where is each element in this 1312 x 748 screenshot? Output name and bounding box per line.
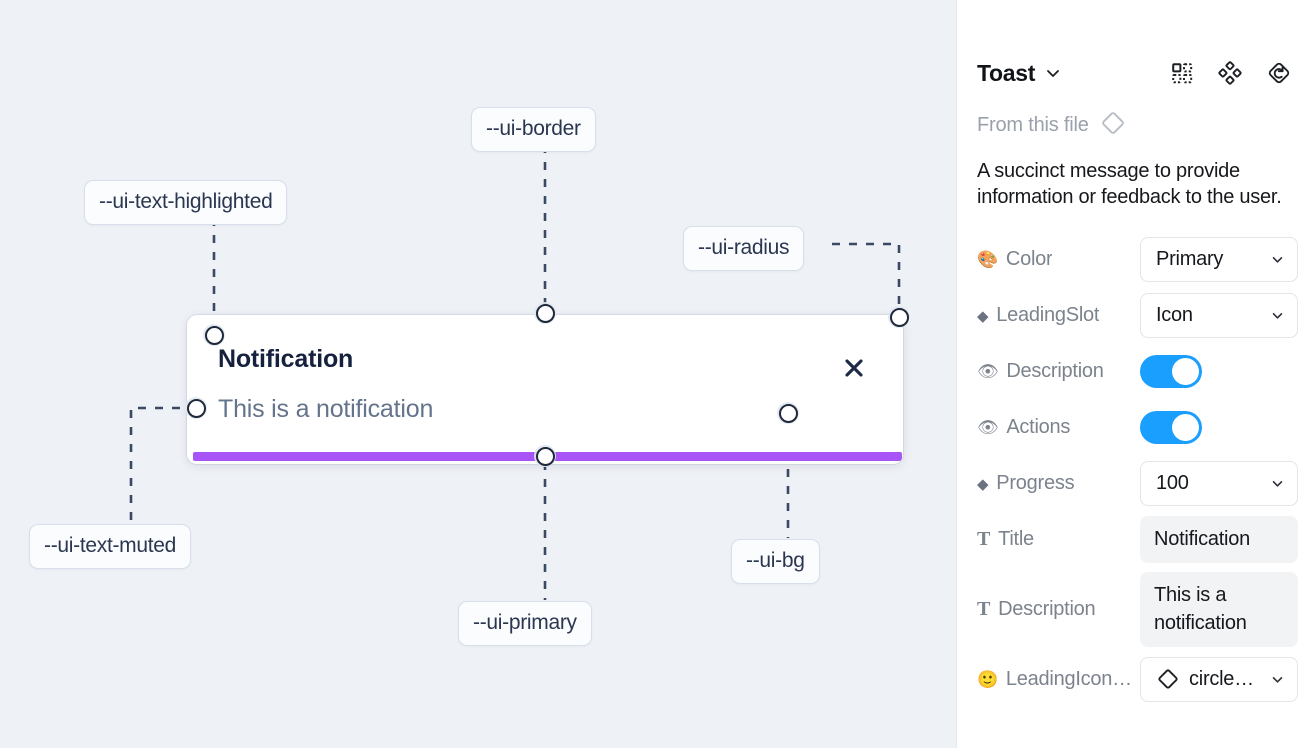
- diamond-glyph-icon: ◆: [977, 307, 989, 325]
- property-row-leadingicon: 🙂 LeadingIcon… circle…: [957, 656, 1312, 703]
- property-control-progress: 100: [1140, 461, 1298, 507]
- actions-toggle[interactable]: [1140, 411, 1202, 445]
- property-label-actions-visibility: 👁 Actions: [977, 416, 1140, 439]
- close-icon: [845, 359, 863, 377]
- property-control-leadingslot: Icon: [1140, 293, 1298, 339]
- toast-close-button[interactable]: [841, 355, 867, 381]
- property-label-description-text: T Description: [977, 598, 1140, 621]
- property-label-description-visibility: 👁 Description: [977, 360, 1140, 383]
- property-row-leadingslot: ◆ LeadingSlot Icon: [957, 292, 1312, 339]
- toast-title: Notification: [218, 345, 354, 373]
- property-control-leadingicon: circle…: [1140, 656, 1298, 702]
- chevron-down-icon: [1270, 252, 1285, 267]
- component-icon[interactable]: [1170, 61, 1194, 85]
- panel-title: Toast: [977, 59, 1036, 86]
- diamond-icon: [1100, 110, 1126, 141]
- annotation-ui-text-highlighted[interactable]: --ui-text-highlighted: [84, 180, 288, 225]
- eye-emoji-icon: 👁: [977, 418, 999, 438]
- color-select[interactable]: Primary: [1140, 237, 1298, 283]
- property-row-actions-visibility: 👁 Actions: [957, 404, 1312, 451]
- property-list: 🎨 Color Primary ◆ LeadingSlot: [957, 236, 1312, 703]
- annotation-ui-primary[interactable]: --ui-primary: [458, 601, 592, 646]
- properties-panel: Toast: [956, 0, 1312, 748]
- progress-select-value: 100: [1156, 472, 1189, 495]
- property-row-title: T Title Notification: [957, 516, 1312, 564]
- annotation-ui-border[interactable]: --ui-border: [471, 107, 596, 152]
- reset-instance-icon[interactable]: [1266, 60, 1292, 86]
- text-glyph-icon: T: [977, 528, 991, 551]
- property-row-description-visibility: 👁 Description: [957, 348, 1312, 395]
- property-name-description-visibility: Description: [1006, 360, 1104, 383]
- property-label-color: 🎨 Color: [977, 248, 1140, 271]
- property-control-description-visibility: [1140, 355, 1298, 389]
- property-name-color: Color: [1005, 248, 1053, 271]
- handle-bg[interactable]: [777, 402, 799, 424]
- property-name-leadingslot: LeadingSlot: [996, 304, 1100, 327]
- diamond-glyph-icon: ◆: [977, 475, 989, 493]
- property-control-color: Primary: [1140, 237, 1298, 283]
- property-name-actions-visibility: Actions: [1006, 416, 1071, 439]
- handle-primary[interactable]: [534, 445, 556, 467]
- property-row-color: 🎨 Color Primary: [957, 236, 1312, 283]
- property-name-progress: Progress: [996, 472, 1075, 495]
- description-input[interactable]: This is a notification: [1140, 572, 1298, 647]
- title-input[interactable]: Notification: [1140, 516, 1298, 564]
- chevron-down-icon: [1270, 672, 1285, 687]
- leadingslot-select-value: Icon: [1156, 304, 1193, 327]
- toast-description: This is a notification: [218, 395, 434, 423]
- chevron-down-icon: [1270, 476, 1285, 491]
- property-control-actions-visibility: [1140, 411, 1298, 445]
- property-row-progress: ◆ Progress 100: [957, 460, 1312, 507]
- handle-text-muted[interactable]: [185, 397, 207, 419]
- handle-text-highlighted[interactable]: [203, 324, 225, 346]
- text-glyph-icon: T: [977, 598, 991, 621]
- progress-select[interactable]: 100: [1140, 461, 1298, 507]
- handle-border[interactable]: [534, 302, 556, 324]
- handle-radius[interactable]: [888, 306, 910, 328]
- diamond-icon: [1156, 667, 1180, 691]
- eye-emoji-icon: 👁: [977, 362, 999, 382]
- property-name-leadingicon: LeadingIcon…: [1005, 667, 1132, 690]
- chevron-down-icon[interactable]: [1044, 64, 1062, 82]
- property-name-title: Title: [998, 528, 1034, 551]
- leadingicon-select-value: circle…: [1189, 667, 1254, 690]
- property-label-progress: ◆ Progress: [977, 472, 1140, 495]
- variants-icon[interactable]: [1218, 61, 1242, 85]
- color-select-value: Primary: [1156, 248, 1224, 271]
- annotation-ui-bg[interactable]: --ui-bg: [731, 539, 820, 584]
- smiley-emoji-icon: 🙂: [977, 669, 998, 689]
- property-label-title: T Title: [977, 528, 1140, 551]
- description-toggle[interactable]: [1140, 355, 1202, 389]
- toast-inner: Notification This is a notification: [187, 315, 903, 464]
- property-row-description-text: T Description This is a notification: [957, 572, 1312, 647]
- from-this-file-label: From this file: [977, 114, 1089, 136]
- property-name-description-text: Description: [998, 598, 1096, 621]
- from-this-file-row: From this file: [957, 94, 1312, 141]
- design-canvas[interactable]: Notification This is a notification --ui…: [0, 0, 956, 748]
- panel-header-icons: [1170, 60, 1292, 86]
- annotation-ui-radius[interactable]: --ui-radius: [683, 226, 805, 271]
- palette-emoji-icon: 🎨: [977, 250, 998, 270]
- component-description: A succinct message to provide informatio…: [977, 160, 1282, 208]
- property-label-leadingslot: ◆ LeadingSlot: [977, 304, 1140, 327]
- leadingicon-select[interactable]: circle…: [1140, 656, 1298, 702]
- toast-component[interactable]: Notification This is a notification: [187, 315, 903, 464]
- property-label-leadingicon: 🙂 LeadingIcon…: [977, 668, 1140, 691]
- panel-header: Toast: [957, 0, 1312, 94]
- chevron-down-icon: [1270, 308, 1285, 323]
- property-control-description-text: This is a notification: [1140, 572, 1298, 647]
- leadingslot-select[interactable]: Icon: [1140, 293, 1298, 339]
- property-control-title: Notification: [1140, 516, 1298, 564]
- annotation-ui-text-muted[interactable]: --ui-text-muted: [29, 524, 192, 569]
